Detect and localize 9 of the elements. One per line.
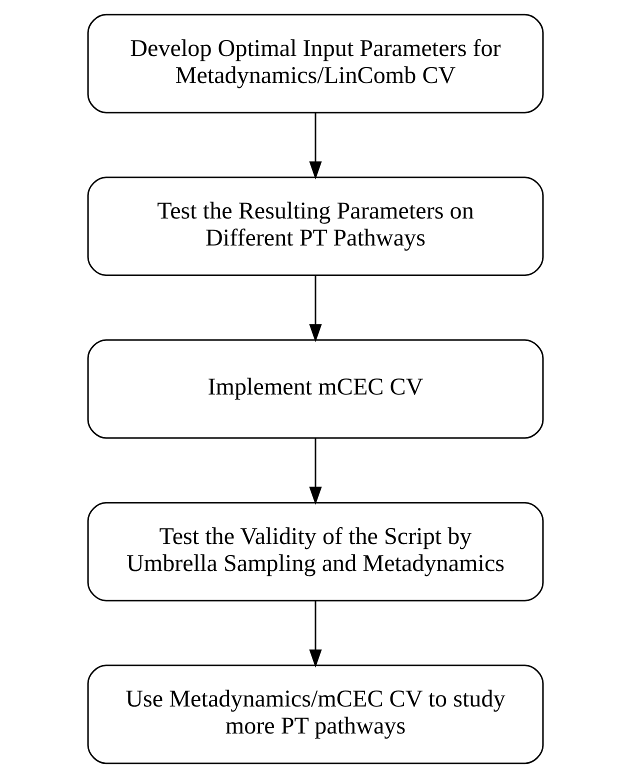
node-box: Test the Validity of the Script by Umbrella Sampling and Metadynamics bbox=[86, 502, 544, 602]
node-box: Develop Optimal Input Parameters for Metadynamics/LinComb CV bbox=[86, 14, 544, 114]
arrow bbox=[308, 112, 322, 180]
arrow bbox=[308, 600, 322, 668]
node-box: Test the Resulting Parameters on Different PT Pathways bbox=[86, 176, 544, 276]
node-box: Implement mCEC CV bbox=[86, 339, 544, 439]
arrow bbox=[308, 438, 322, 505]
node-box: Use Metadynamics/mCEC CV to study more PT pathways bbox=[86, 664, 544, 764]
arrow bbox=[308, 275, 322, 342]
